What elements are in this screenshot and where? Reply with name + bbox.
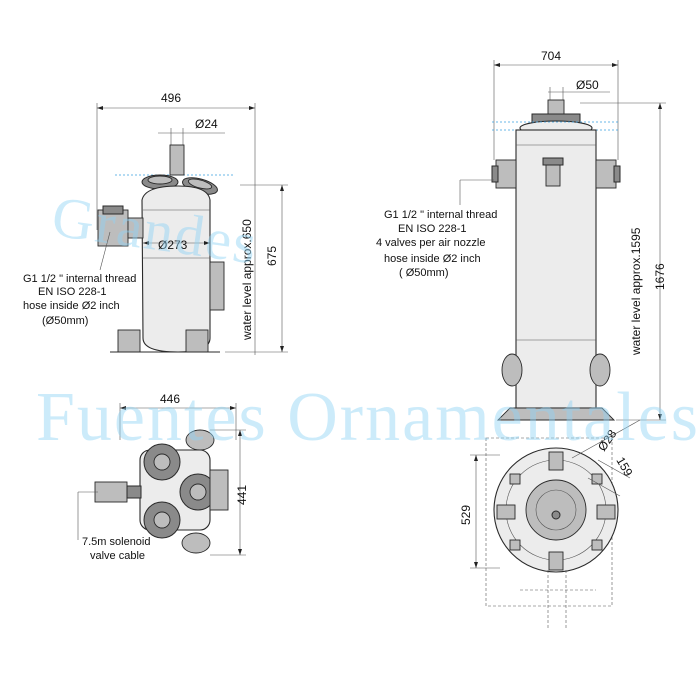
left-water-level-label: water level approx.650 — [240, 219, 254, 341]
width-label-446: 446 — [160, 392, 180, 406]
body-diameter-label: Ø273 — [158, 238, 188, 252]
left-side-view: 496 Ø24 Ø273 water level — [96, 91, 288, 355]
width-label-704: 704 — [541, 49, 561, 63]
top-view-right: Ø28 159 529 — [459, 419, 641, 630]
left-thread-note: G1 1/2 " internal thread EN ISO 228-1 ho… — [23, 273, 136, 327]
right-side-view: 704 Ø50 water level approx.1595 — [459, 49, 667, 421]
right-height-label: 1676 — [653, 263, 667, 290]
right-thread-note: G1 1/2 " internal thread EN ISO 228-1 4 … — [376, 209, 497, 279]
left-height-label: 675 — [265, 246, 279, 266]
depth-label: 529 — [459, 505, 473, 525]
svg-text:7.5m solenoid: 7.5m solenoid — [82, 536, 151, 548]
width-label-496: 496 — [161, 91, 181, 105]
watermark-line1: Grandes — [48, 184, 262, 277]
svg-text:4 valves per air nozzle: 4 valves per air nozzle — [376, 237, 485, 249]
top-diameter-label: Ø50 — [576, 78, 599, 92]
svg-text:(Ø50mm): (Ø50mm) — [42, 315, 88, 327]
watermark-line2: Fuentes Ornamentales — [36, 379, 700, 456]
svg-text:EN ISO 228-1: EN ISO 228-1 — [38, 286, 106, 298]
svg-text:G1 1/2 " internal thread: G1 1/2 " internal thread — [23, 273, 136, 285]
cable-note: 7.5m solenoid valve cable — [82, 536, 151, 562]
svg-text:EN ISO 228-1: EN ISO 228-1 — [398, 223, 466, 235]
pipe-diameter-label: Ø24 — [195, 117, 218, 131]
watermark: Grandes Fuentes Ornamentales — [36, 184, 700, 456]
svg-text:( Ø50mm): ( Ø50mm) — [399, 267, 449, 279]
top-view-left: 446 441 — [77, 392, 249, 556]
offset-label: 159 — [613, 455, 635, 480]
svg-text:G1 1/2 " internal thread: G1 1/2 " internal thread — [384, 209, 497, 221]
svg-text:hose inside Ø2 inch: hose inside Ø2 inch — [384, 253, 481, 265]
height-label-441: 441 — [235, 485, 249, 505]
svg-text:valve cable: valve cable — [90, 550, 145, 562]
svg-text:hose inside Ø2 inch: hose inside Ø2 inch — [23, 300, 120, 312]
right-water-level-label: water level approx.1595 — [629, 227, 643, 356]
